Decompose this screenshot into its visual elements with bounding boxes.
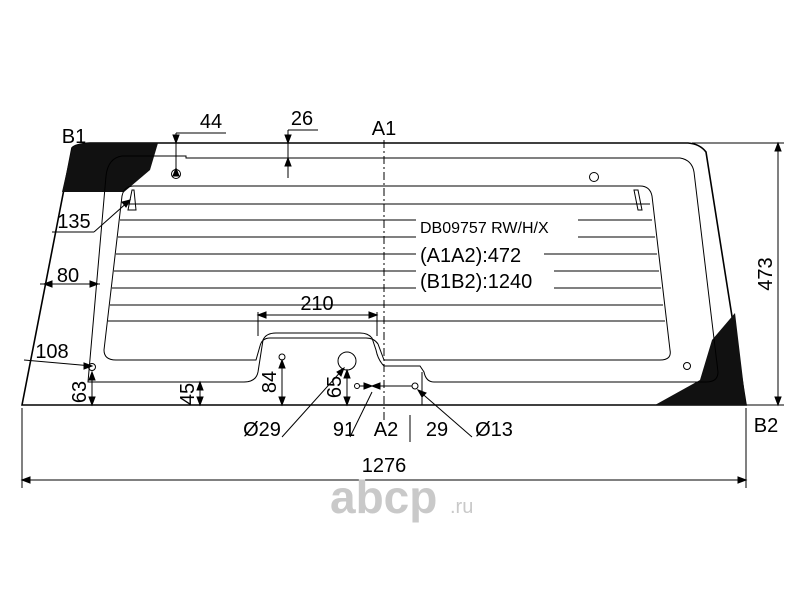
phi13-label: Ø13 (475, 419, 513, 441)
dim-26-lines (284, 129, 318, 178)
b1b2-bg (416, 267, 554, 293)
dim-108-lines (23, 359, 94, 370)
point-a2-label: A2 (374, 419, 398, 441)
dim-65-lines (343, 368, 351, 407)
dim-63-lines (88, 370, 96, 407)
brand-logo-suffix: .ru (450, 496, 473, 518)
dim-80-lines (40, 280, 100, 288)
dim-65-label: 65 (324, 376, 346, 398)
hole-right (683, 362, 691, 370)
dim-45-lines (196, 380, 204, 407)
dim-84-lines (278, 358, 286, 407)
dim-135-lines (52, 199, 132, 233)
dim-29-lines (409, 372, 423, 442)
dim-473-label: 473 (755, 257, 777, 290)
hole-91 (354, 383, 360, 389)
dim-108-label: 108 (35, 341, 68, 363)
dim-91-lines (349, 382, 412, 438)
mounting-outline (87, 155, 719, 383)
part-code-bg (416, 215, 578, 239)
clip-left (127, 189, 137, 211)
a1a2-label: (A1A2):472 (420, 245, 521, 267)
clip-right (633, 189, 643, 211)
dim-26-label: 26 (291, 108, 313, 130)
dim-63-label: 63 (69, 381, 91, 403)
phi13-leader (416, 389, 473, 438)
phi29-label: Ø29 (243, 419, 281, 441)
dim-91-label: 91 (333, 419, 355, 441)
corner-shading-top-left (62, 143, 158, 192)
dim-45-label: 45 (177, 383, 199, 405)
point-b2-label: B2 (754, 415, 778, 437)
point-b1-label: B1 (62, 126, 86, 148)
brand-logo-text: abcp (330, 471, 437, 523)
dim-44-label: 44 (200, 111, 222, 133)
hole-large-29 (337, 351, 357, 371)
dim-44-lines (172, 132, 226, 177)
point-a1-label: A1 (372, 118, 396, 140)
dim-210-label: 210 (300, 293, 333, 315)
hole-top-right (589, 172, 599, 182)
dim-135-label: 135 (57, 211, 90, 233)
dim-84-label: 84 (259, 371, 281, 393)
hole-small-13 (411, 382, 419, 390)
brand-logo: abcp .ru (330, 471, 473, 523)
heating-area-outline (103, 185, 671, 361)
b1b2-label: (B1B2):1240 (420, 271, 532, 293)
dim-width-lines (20, 408, 748, 488)
a1a2-bg (416, 241, 544, 267)
dim-210-lines (256, 311, 379, 336)
dim-80-label: 80 (57, 265, 79, 287)
phi29-leader (281, 366, 345, 438)
corner-shading-bottom-right (655, 313, 746, 405)
dim-29-label: 29 (426, 419, 448, 441)
heating-grid (108, 203, 665, 322)
dim-height-lines (692, 141, 784, 407)
dim-1276-label: 1276 (362, 455, 407, 477)
part-code-label: DB09757 RW/H/X (420, 220, 549, 237)
